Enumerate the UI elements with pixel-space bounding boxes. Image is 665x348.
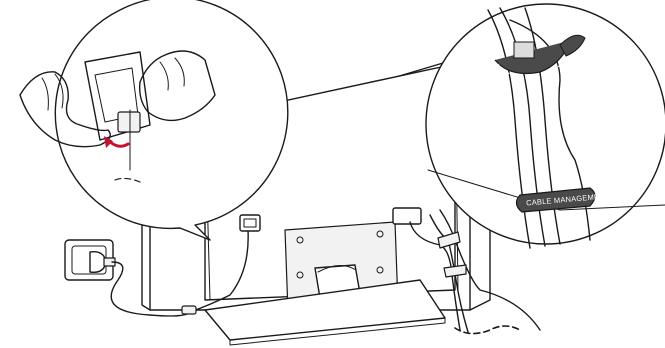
cable-clip-being-attached xyxy=(118,112,140,132)
cable-clip-left xyxy=(182,306,196,314)
wall-power-socket xyxy=(65,240,115,280)
tie-buckle xyxy=(514,42,534,58)
cable-continuation-dashed xyxy=(455,326,520,334)
av-input-port xyxy=(240,215,260,231)
